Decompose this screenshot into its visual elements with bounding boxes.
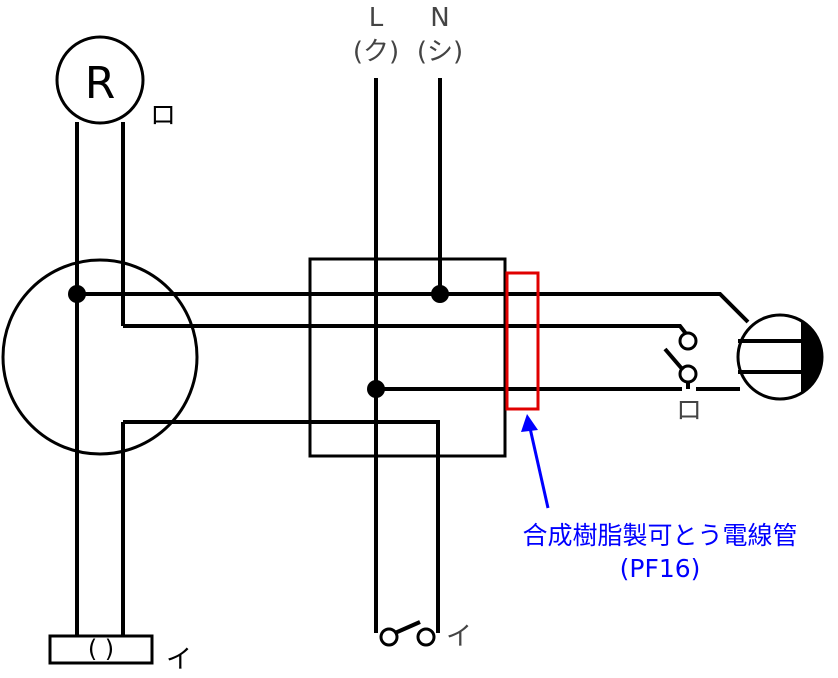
terminal-n-letter: N [430,3,449,33]
junction-box-center [308,257,507,458]
receptacle-mark: イ [166,645,192,675]
switch-i-lever [394,620,421,635]
pilot-lamp-circle [55,35,145,125]
annotation-line-1: 合成樹脂製可とう電線管 [522,521,797,550]
switch-i-contact-right [416,627,436,647]
annotation-arrow-head [521,414,538,432]
fixture-circle [736,313,824,401]
terminal-l-letter: L [369,3,384,33]
receptacle-symbol: ( ) [88,635,114,663]
junction-dot-l [367,380,385,398]
switch-ro-mark: ロ [676,396,702,426]
annotation-line-2: (PF16) [620,554,701,583]
junction-dot-left [68,285,86,303]
junction-box-left [1,258,199,456]
switch-i-contact-left [379,627,399,647]
switch-ro-lever [663,347,685,372]
pilot-lamp-symbol: R [85,58,116,109]
switch-i-mark: イ [446,622,472,652]
terminal-n-code: (シ) [417,37,463,67]
wire-top-horizontal [77,292,750,324]
wire-bottom-path [123,420,440,633]
junction-dot-n [431,285,449,303]
switch-ro-contact-top [678,331,698,351]
wire-middle-horizontal [123,324,689,337]
receptacle-box [48,634,154,665]
annotation-arrow-line [528,427,550,509]
fixture-fill [801,321,822,393]
conduit-highlight [505,271,540,411]
pilot-lamp-mark: ロ [150,101,176,131]
terminal-l-code: (ク) [353,37,399,67]
